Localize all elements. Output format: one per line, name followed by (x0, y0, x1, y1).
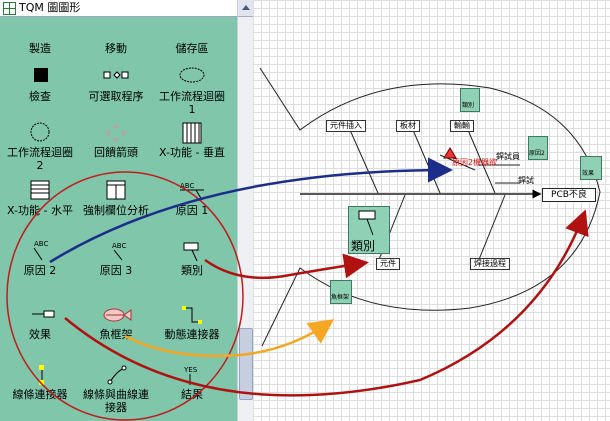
category-highlight-box[interactable]: 類別 (348, 206, 390, 254)
stencil-item-fish-frame[interactable]: 魚框架 (78, 304, 154, 341)
svg-text:ABC: ABC (34, 240, 48, 248)
category-big-label: 類別 (351, 239, 376, 253)
stencil-item-optional-process[interactable]: 可選取程序 (78, 66, 154, 103)
stencil-item-dynamic-connector[interactable]: 動態連接器 (154, 304, 230, 341)
line-connector-icon (2, 364, 78, 386)
move-icon (78, 18, 154, 40)
stencil-item-cause-1[interactable]: ABC 原因 1 (154, 180, 230, 217)
svg-text:YES: YES (183, 366, 198, 374)
stencil-item-result[interactable]: YES 結果 (154, 364, 230, 401)
stencil-item-workflow-loop-1[interactable]: 工作流程迴圈 1 (154, 66, 230, 116)
cause-3-icon: ABC (78, 240, 154, 262)
stencil-item-move[interactable]: 移動 (78, 18, 154, 55)
tqm-stencil-icon (3, 2, 16, 15)
field-analysis-icon (78, 180, 154, 202)
storage-icon (154, 18, 230, 40)
grid-vertical-icon (154, 122, 230, 144)
inspect-icon (2, 66, 78, 88)
svg-text:ABC: ABC (180, 182, 194, 190)
cause-label-component-insert[interactable]: 元件插入 (326, 120, 366, 132)
stencil-item-storage-area[interactable]: 儲存區 (154, 18, 230, 55)
stencil-item-x-function-vertical[interactable]: X-功能 - 垂直 (154, 122, 230, 159)
category-icon (154, 240, 230, 262)
drawing-canvas[interactable] (253, 0, 610, 421)
cause-1-icon: ABC (154, 180, 230, 202)
stencil-item-cause-3[interactable]: ABC 原因 3 (78, 240, 154, 277)
scroll-thumb[interactable] (239, 328, 253, 400)
cause-label-board[interactable]: 板材 (396, 120, 420, 132)
stencil-item-line-curve-connector[interactable]: 線條與曲線連接器 (78, 364, 154, 414)
note-test: 銲試 (518, 176, 534, 185)
loop-circle-icon (2, 122, 78, 144)
grid-horizontal-icon (2, 180, 78, 202)
scroll-up-button[interactable] (238, 0, 253, 17)
cause-label-soldering[interactable]: 焊接過程 (470, 258, 510, 270)
fish-icon (78, 304, 154, 326)
stencil-panel: TQM 圖圖形 製造 移動 儲存區 檢查 可選取程序 工作流程迴 (0, 0, 238, 421)
stencil-title: TQM 圖圖形 (19, 1, 81, 14)
cause-2-icon: ABC (2, 240, 78, 262)
optional-process-icon (78, 66, 154, 88)
effect-mini-box[interactable]: 效果 (580, 156, 602, 180)
svg-text:ABC: ABC (112, 242, 126, 250)
category-mini-box[interactable]: 類別 (460, 88, 480, 112)
category-icon (358, 210, 376, 236)
effect-icon (2, 304, 78, 326)
stencil-item-line-connector[interactable]: 線條連接器 (2, 364, 78, 401)
stencil-item-x-function-horizontal[interactable]: X-功能 - 水平 (2, 180, 78, 217)
stencil-item-manufacture[interactable]: 製造 (2, 18, 78, 55)
effect-box[interactable]: PCB不良 (542, 188, 596, 202)
fish-mini-box[interactable]: 魚框架 (330, 280, 352, 304)
stencil-item-category[interactable]: 類別 (154, 240, 230, 277)
curve-connector-icon (78, 364, 154, 386)
stencil-item-workflow-loop-2[interactable]: 工作流程迴圈 2 (2, 122, 78, 172)
stencil-item-effect[interactable]: 效果 (2, 304, 78, 341)
red-note: 原因2機器欲 (452, 158, 498, 167)
stencil-item-cause-2[interactable]: ABC 原因 2 (2, 240, 78, 277)
stencil-titlebar[interactable]: TQM 圖圖形 (0, 0, 237, 17)
result-icon: YES (154, 364, 230, 386)
cause-label-transport[interactable]: 輸輸 (450, 120, 474, 132)
stencil-item-forced-field-analysis[interactable]: 強制欄位分析 (78, 180, 154, 217)
note-tester: 銲試員 (496, 152, 520, 161)
stencil-item-inspect[interactable]: 檢查 (2, 66, 78, 103)
loop-ellipse-icon (154, 66, 230, 88)
manufacture-icon (2, 18, 78, 40)
stencil-item-feedback-arrows[interactable]: 回饋箭頭 (78, 122, 154, 159)
cause-label-component[interactable]: 元件 (376, 258, 400, 270)
dynamic-connector-icon (154, 304, 230, 326)
stencil-scrollbar[interactable] (237, 0, 253, 421)
feedback-arrows-icon (78, 122, 154, 144)
cause2-mini-box[interactable]: 原因2 (528, 136, 548, 160)
